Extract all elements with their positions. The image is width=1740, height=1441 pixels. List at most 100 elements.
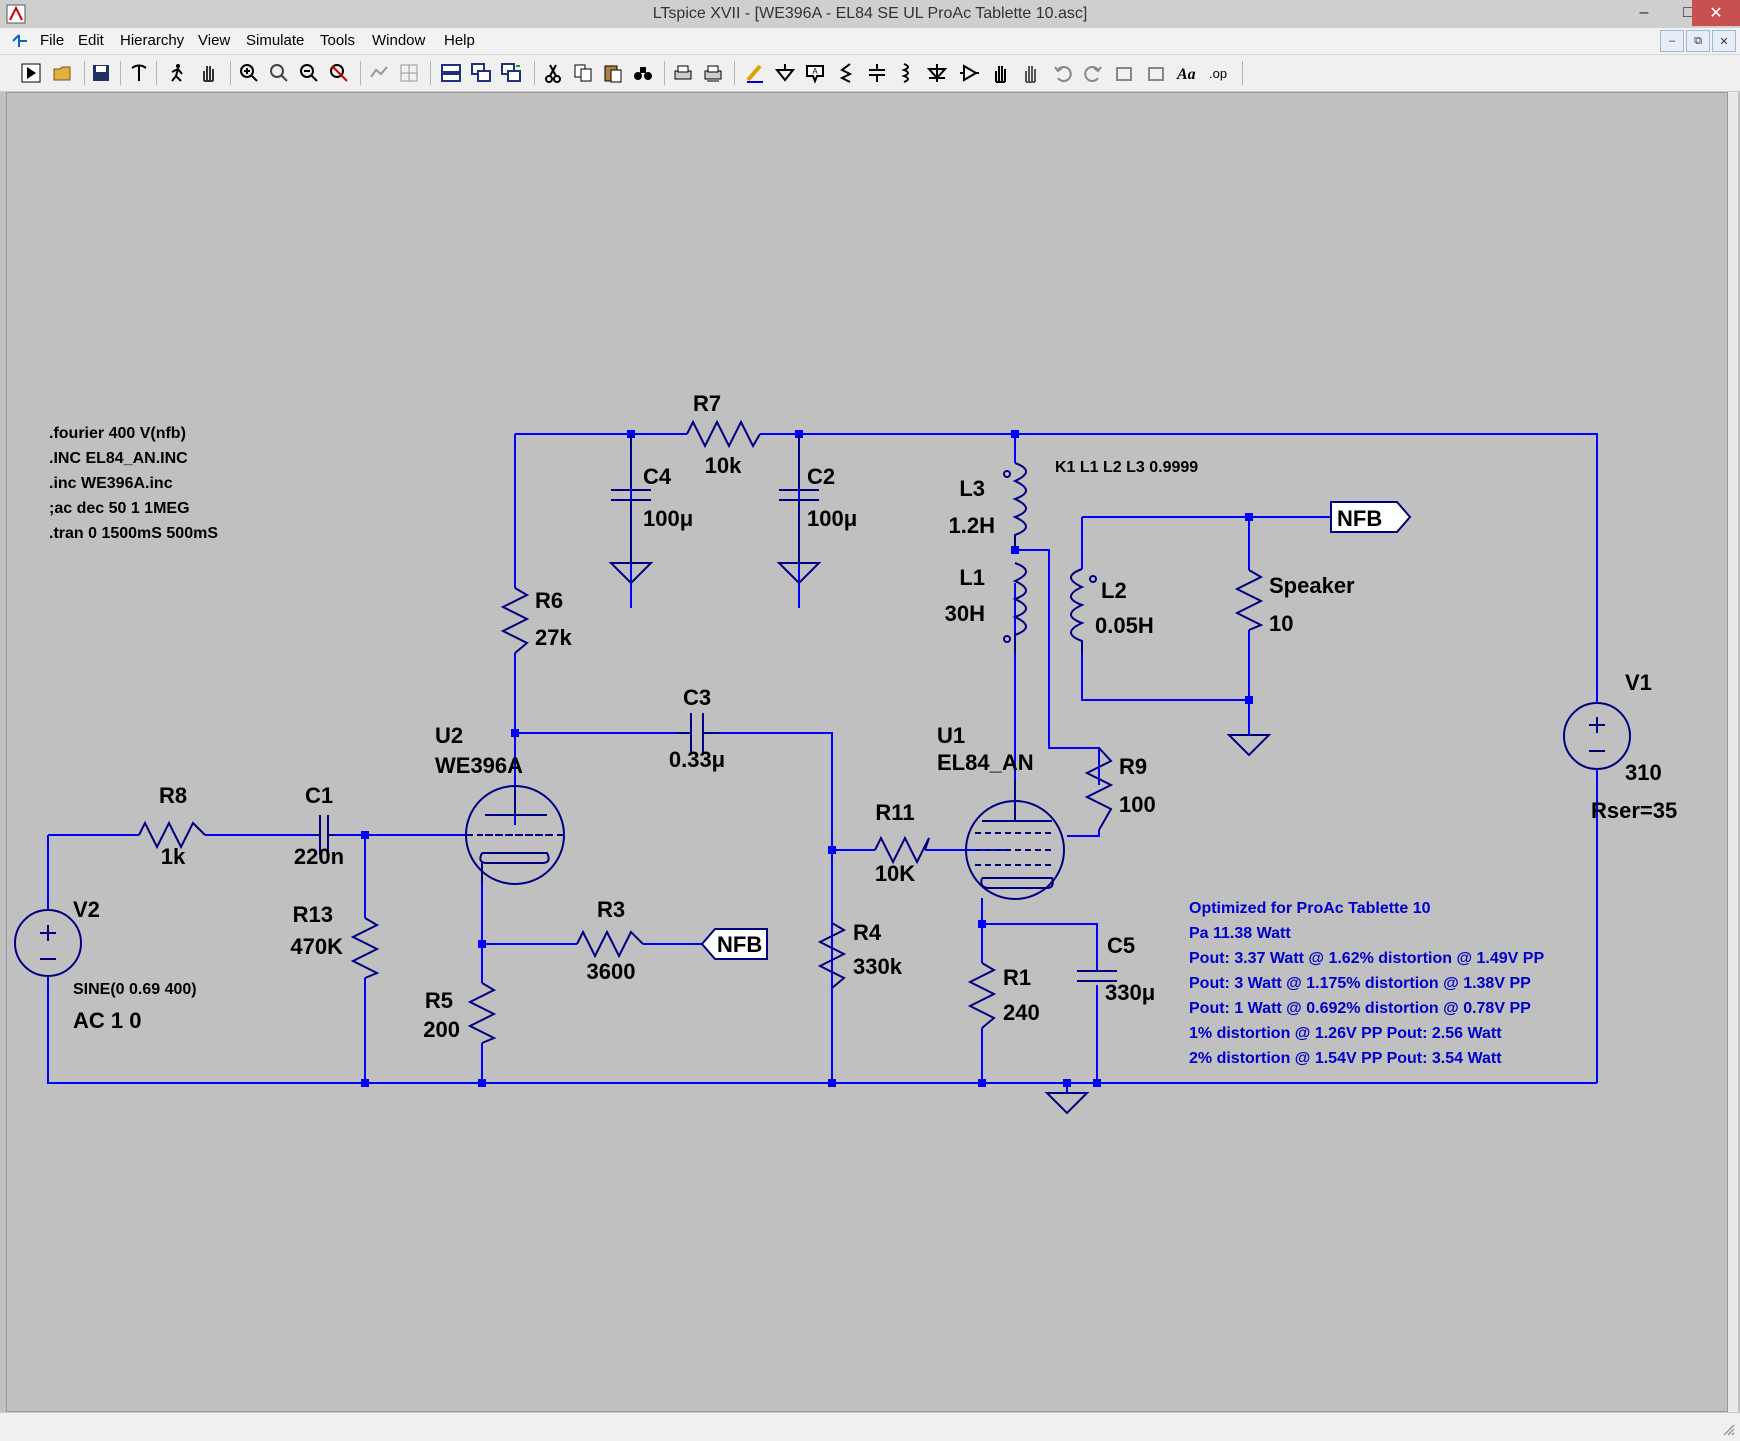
c1-name[interactable]: C1 xyxy=(305,783,333,808)
label-net-button[interactable]: A xyxy=(802,60,828,86)
l3-value[interactable]: 1.2H xyxy=(949,513,995,538)
l2-name[interactable]: L2 xyxy=(1101,578,1127,603)
c5-value[interactable]: 330μ xyxy=(1105,980,1155,1005)
r8-value[interactable]: 1k xyxy=(161,844,186,869)
l1-value[interactable]: 30H xyxy=(945,601,985,626)
c1-value[interactable]: 220n xyxy=(294,844,344,869)
component-button[interactable] xyxy=(956,60,982,86)
doc-minimize-button[interactable]: – xyxy=(1660,30,1684,52)
cut-button[interactable] xyxy=(540,60,566,86)
zoom-area-button[interactable] xyxy=(266,60,292,86)
r4-value[interactable]: 330k xyxy=(853,954,903,979)
c5-name[interactable]: C5 xyxy=(1107,933,1135,958)
note-line-3[interactable]: Pout: 3.37 Watt @ 1.62% distortion @ 1.4… xyxy=(1189,950,1544,967)
autorange-button[interactable] xyxy=(366,60,392,86)
grid-button[interactable] xyxy=(396,60,422,86)
r1-name[interactable]: R1 xyxy=(1003,965,1031,990)
r7-name[interactable]: R7 xyxy=(693,391,721,416)
c3-name[interactable]: C3 xyxy=(683,685,711,710)
r3-name[interactable]: R3 xyxy=(597,897,625,922)
save-button[interactable] xyxy=(88,60,114,86)
r13-value[interactable]: 470K xyxy=(290,934,343,959)
ground-button[interactable] xyxy=(772,60,798,86)
control-panel-button[interactable] xyxy=(126,60,152,86)
r1-value[interactable]: 240 xyxy=(1003,1000,1040,1025)
l2-value[interactable]: 0.05H xyxy=(1095,613,1154,638)
menu-file[interactable]: File xyxy=(40,32,65,49)
run-button[interactable] xyxy=(18,60,44,86)
wire-button[interactable] xyxy=(742,60,768,86)
zoom-fit-button[interactable] xyxy=(326,60,352,86)
find-button[interactable] xyxy=(630,60,656,86)
schematic-drawing[interactable]: .fourier 400 V(nfb) .INC EL84_AN.INC .in… xyxy=(7,93,1727,1411)
r6-name[interactable]: R6 xyxy=(535,588,563,613)
directive-inc-we396a[interactable]: .inc WE396A.inc xyxy=(49,475,173,492)
nfb-label-top[interactable]: NFB xyxy=(1337,506,1382,531)
menu-edit[interactable]: Edit xyxy=(78,32,104,49)
directive-coupling[interactable]: K1 L1 L2 L3 0.9999 xyxy=(1055,459,1198,476)
c4-name[interactable]: C4 xyxy=(643,464,672,489)
r9-value[interactable]: 100 xyxy=(1119,792,1156,817)
close-button[interactable]: ✕ xyxy=(1692,0,1740,26)
drag-button[interactable] xyxy=(1018,60,1044,86)
schematic-doc-icon[interactable] xyxy=(10,31,30,51)
zoom-in-button[interactable] xyxy=(236,60,262,86)
c2-name[interactable]: C2 xyxy=(807,464,835,489)
r5-value[interactable]: 200 xyxy=(423,1017,460,1042)
menu-help[interactable]: Help xyxy=(444,32,475,49)
v1-name[interactable]: V1 xyxy=(1625,670,1652,695)
l1-name[interactable]: L1 xyxy=(959,565,985,590)
u2-value[interactable]: WE396A xyxy=(435,753,523,778)
r9-name[interactable]: R9 xyxy=(1119,754,1147,779)
resistor-button[interactable] xyxy=(834,60,860,86)
doc-close-button[interactable]: ✕ xyxy=(1712,30,1736,52)
r5-name[interactable]: R5 xyxy=(425,988,453,1013)
vertical-scrollbar[interactable] xyxy=(1728,92,1738,1412)
maximize-button[interactable]: □ xyxy=(1666,0,1710,26)
r4-name[interactable]: R4 xyxy=(853,920,882,945)
menu-window[interactable]: Window xyxy=(372,32,426,49)
resize-grip-icon[interactable] xyxy=(1722,1423,1736,1437)
v1-rser[interactable]: Rser=35 xyxy=(1591,798,1677,823)
r7-value[interactable]: 10k xyxy=(705,453,742,478)
redo-button[interactable] xyxy=(1080,60,1106,86)
doc-restore-button[interactable]: ⧉ xyxy=(1686,30,1710,52)
c4-value[interactable]: 100μ xyxy=(643,506,693,531)
undo-button[interactable] xyxy=(1050,60,1076,86)
v2-name[interactable]: V2 xyxy=(73,897,100,922)
r13-name[interactable]: R13 xyxy=(293,902,333,927)
v2-extra[interactable]: AC 1 0 xyxy=(73,1008,141,1033)
speaker-value[interactable]: 10 xyxy=(1269,611,1293,636)
menu-hierarchy[interactable]: Hierarchy xyxy=(120,32,185,49)
spice-directive-button[interactable]: .op xyxy=(1206,60,1232,86)
r11-name[interactable]: R11 xyxy=(875,800,914,825)
directive-tran[interactable]: .tran 0 1500mS 500mS xyxy=(49,525,218,542)
schematic-canvas[interactable]: .fourier 400 V(nfb) .INC EL84_AN.INC .in… xyxy=(6,92,1728,1412)
halt-button[interactable] xyxy=(164,60,190,86)
speaker-name[interactable]: Speaker xyxy=(1269,573,1355,598)
open-button[interactable] xyxy=(50,60,76,86)
note-line-1[interactable]: Optimized for ProAc Tablette 10 xyxy=(1189,900,1431,917)
move-button[interactable] xyxy=(988,60,1014,86)
r8-name[interactable]: R8 xyxy=(159,783,187,808)
u2-name[interactable]: U2 xyxy=(435,723,463,748)
note-line-5[interactable]: Pout: 1 Watt @ 0.692% distortion @ 0.78V… xyxy=(1189,1000,1531,1017)
note-line-7[interactable]: 2% distortion @ 1.54V PP Pout: 3.54 Watt xyxy=(1189,1050,1502,1067)
r6-value[interactable]: 27k xyxy=(535,625,572,650)
print-setup-button[interactable] xyxy=(700,60,726,86)
r11-value[interactable]: 10K xyxy=(875,861,915,886)
note-line-6[interactable]: 1% distortion @ 1.26V PP Pout: 2.56 Watt xyxy=(1189,1025,1502,1042)
l3-name[interactable]: L3 xyxy=(959,476,985,501)
print-button[interactable] xyxy=(670,60,696,86)
nfb-label-bottom[interactable]: NFB xyxy=(717,932,762,957)
mirror-button[interactable] xyxy=(1142,60,1168,86)
c3-value[interactable]: 0.33μ xyxy=(669,747,725,772)
tile-vertical-button[interactable] xyxy=(498,60,524,86)
menu-tools[interactable]: Tools xyxy=(320,32,356,49)
paste-button[interactable] xyxy=(600,60,626,86)
note-line-2[interactable]: Pa 11.38 Watt xyxy=(1189,925,1291,942)
v1-value[interactable]: 310 xyxy=(1625,760,1662,785)
cascade-button[interactable] xyxy=(468,60,494,86)
menu-view[interactable]: View xyxy=(198,32,231,49)
minimize-button[interactable]: – xyxy=(1622,0,1666,26)
